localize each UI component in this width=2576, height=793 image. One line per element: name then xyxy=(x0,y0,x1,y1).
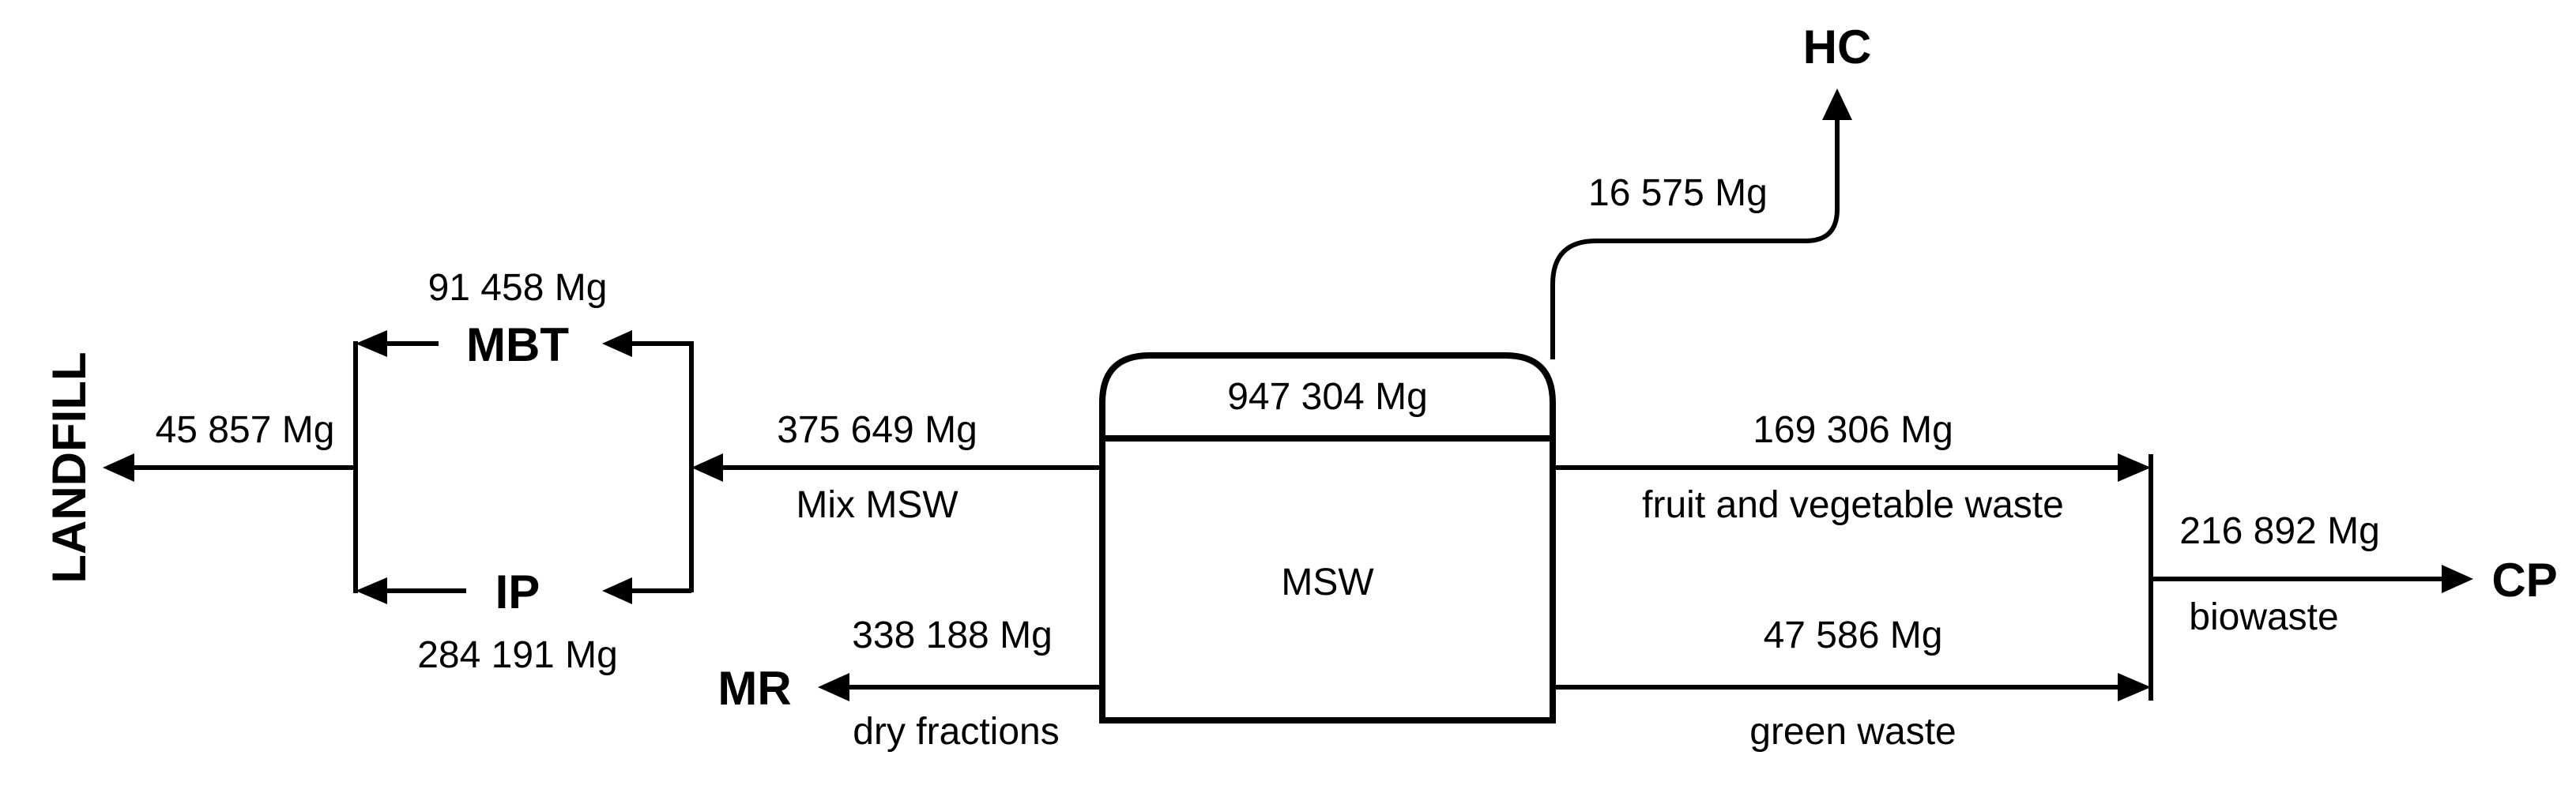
mbt-arrowhead xyxy=(602,330,632,357)
hc-node-label: HC xyxy=(1803,21,1872,73)
ip-arrowhead xyxy=(602,577,632,604)
landfill-node-label: LANDFILL xyxy=(43,351,96,583)
fruit-veg-label: fruit and vegetable waste xyxy=(1642,484,2064,526)
mr-node-label: MR xyxy=(717,662,791,715)
msw-name-label: MSW xyxy=(1281,562,1374,603)
mix-msw-amount: 375 649 Mg xyxy=(777,409,977,451)
green-waste-amount: 47 586 Mg xyxy=(1764,614,1943,656)
landfill-arrowhead xyxy=(103,453,134,482)
mix-msw-label: Mix MSW xyxy=(796,484,958,526)
dry-fractions-amount: 338 188 Mg xyxy=(852,614,1053,656)
ip-amount: 284 191 Mg xyxy=(417,634,618,676)
mbt-node-label: MBT xyxy=(466,318,569,371)
biowaste-amount: 216 892 Mg xyxy=(2179,510,2380,552)
msw-total-label: 947 304 Mg xyxy=(1227,376,1428,418)
mbt-amount: 91 458 Mg xyxy=(428,267,608,309)
hc-flow-line xyxy=(1550,120,1840,359)
fruit-veg-amount: 169 306 Mg xyxy=(1753,409,1953,451)
hc-flow-amount: 16 575 Mg xyxy=(1588,172,1768,214)
fruit-veg-arrowhead xyxy=(2118,453,2151,482)
msw-box xyxy=(1099,352,1556,723)
ip-node-label: IP xyxy=(495,566,540,618)
from-ip-arrowhead xyxy=(356,577,387,604)
msw-box-outline xyxy=(1099,352,1556,723)
green-waste-arrowhead xyxy=(2118,673,2151,701)
dry-fractions-label: dry fractions xyxy=(853,711,1059,753)
cp-arrowhead xyxy=(2442,565,2473,593)
landfill-amount: 45 857 Mg xyxy=(156,409,335,451)
cp-node-label: CP xyxy=(2491,554,2557,607)
mr-arrowhead xyxy=(818,673,849,701)
biowaste-label: biowaste xyxy=(2189,596,2338,638)
hc-arrowhead xyxy=(1822,88,1852,120)
green-waste-label: green waste xyxy=(1749,711,1956,753)
mix-msw-arrowhead xyxy=(691,453,723,482)
from-mbt-arrowhead xyxy=(356,330,387,357)
